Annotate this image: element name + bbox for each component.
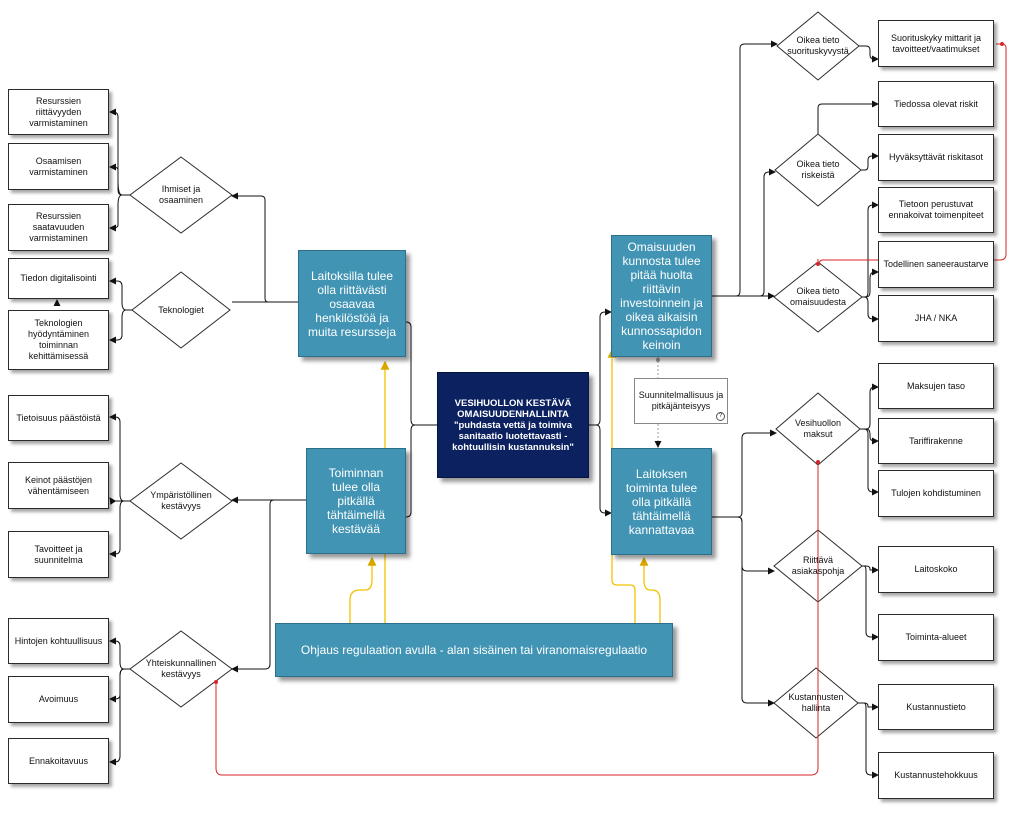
box-technology-use[interactable]: Teknologien hyödyntäminen toiminnan kehi… (8, 310, 109, 370)
diamond-label-perf[interactable]: Oikea tieto suorituskyvystä (787, 35, 849, 56)
box-longterm[interactable]: Toiminnan tulee olla pitkällä tähtäimell… (306, 448, 406, 554)
box-price-reasonableness[interactable]: Hintojen kohtuullisuus (8, 618, 109, 664)
box-tariff-structure[interactable]: Tariffirakenne (878, 418, 994, 464)
box-emissions-awareness[interactable]: Tietoisuus päästöistä (8, 395, 109, 441)
diamond-perf (776, 11, 860, 81)
diamond-label-risk[interactable]: Oikea tieto riskeistä (796, 159, 840, 180)
box-openness[interactable]: Avoimuus (8, 676, 109, 723)
box-fee-level[interactable]: Maksujen taso (878, 363, 994, 409)
diamond-asset (773, 261, 863, 333)
diamond-people (129, 156, 233, 234)
diamond-label-people[interactable]: Ihmiset ja osaaminen (158, 184, 204, 205)
box-resource-availability[interactable]: Resurssien saatavuuden varmistaminen (8, 204, 109, 251)
box-assets[interactable]: Omaisuuden kunnosta tulee pitää huolta r… (611, 235, 712, 357)
box-emission-reduction[interactable]: Keinot päästöjen vähentämiseen (8, 462, 109, 509)
diamond-cost (773, 667, 859, 739)
diamond-tech (131, 271, 231, 349)
diamond-risk (774, 133, 862, 207)
box-jha-nka[interactable]: JHA / NKA (878, 295, 994, 342)
box-cost-information[interactable]: Kustannustieto (878, 684, 994, 730)
diamond-label-fees[interactable]: Vesihuollon maksut (794, 418, 842, 439)
help-icon: ? (716, 412, 725, 421)
box-predictability[interactable]: Ennakoitavuus (8, 738, 109, 784)
diamond-social (129, 630, 233, 708)
center-subtitle: "puhdasta vettä ja toimiva sanitaatio lu… (452, 419, 574, 453)
box-operating-areas[interactable]: Toiminta-alueet (878, 614, 994, 661)
box-renovation-need[interactable]: Todellinen saneeraustarve (878, 241, 994, 288)
box-revenue-allocation[interactable]: Tulojen kohdistuminen (878, 470, 994, 517)
box-performance-metrics[interactable]: Suorituskyky mittarit ja tavoitteet/vaat… (878, 20, 994, 67)
box-utility-size[interactable]: Laitoskoko (878, 546, 994, 593)
diamond-label-asset[interactable]: Oikea tieto omaisuudesta (789, 286, 847, 307)
center-box[interactable]: VESIHUOLLON KESTÄVÄ OMAISUUDENHALLINTA"p… (437, 372, 589, 478)
note-label: Suunnitelmallisuus ja pitkäjänteisyys (638, 390, 724, 411)
box-goals-plan[interactable]: Tavoitteet ja suunnitelma (8, 531, 109, 578)
diamond-label-base[interactable]: Riittävä asiakaspohja (791, 555, 845, 576)
box-cost-efficiency[interactable]: Kustannustehokkuus (878, 752, 994, 799)
box-profitable[interactable]: Laitoksen toiminta tulee olla pitkällä t… (611, 448, 712, 555)
diamond-environment (129, 462, 233, 540)
box-acceptable-risks[interactable]: Hyväksyttävät riskitasot (878, 134, 994, 181)
box-competence[interactable]: Osaamisen varmistaminen (8, 143, 109, 190)
box-resource-sufficiency[interactable]: Resurssien riittävyyden varmistaminen (8, 89, 109, 135)
center-title: VESIHUOLLON KESTÄVÄ OMAISUUDENHALLINTA (454, 397, 572, 420)
note-planning[interactable]: Suunnitelmallisuus ja pitkäjänteisyys ? (634, 378, 728, 424)
box-regulation[interactable]: Ohjaus regulaation avulla - alan sisäine… (275, 623, 673, 677)
box-digitalisation[interactable]: Tiedon digitalisointi (8, 258, 109, 299)
diamond-label-environment[interactable]: Ympäristöllinen kestävyys (150, 490, 212, 511)
box-resources[interactable]: Laitoksilla tulee olla riittävästi osaav… (298, 250, 406, 357)
diamond-label-tech[interactable]: Teknologiet (158, 304, 204, 315)
diamond-label-social[interactable]: Yhteiskunnallinen kestävyys (145, 658, 217, 679)
box-known-risks[interactable]: Tiedossa olevat riskit (878, 81, 994, 127)
diamond-label-cost[interactable]: Kustannusten hallinta (788, 692, 844, 713)
box-predictive-actions[interactable]: Tietoon perustuvat ennakoivat toimenpite… (878, 187, 994, 233)
